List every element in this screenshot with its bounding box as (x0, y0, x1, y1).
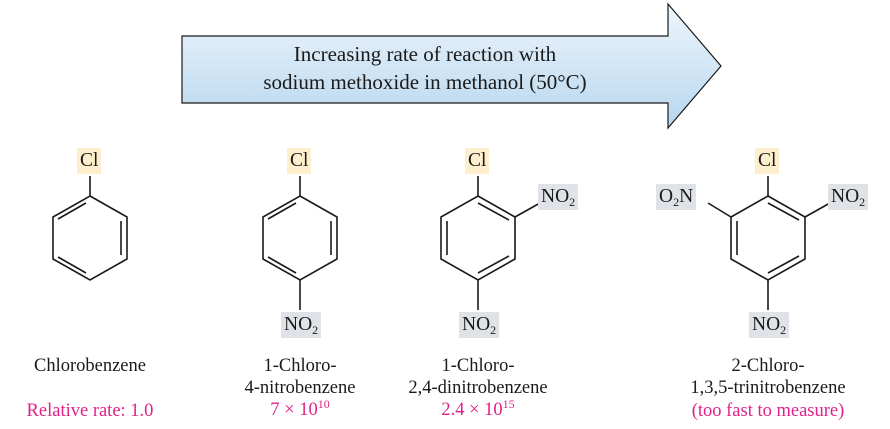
chlorodinitrobenzene-structure (440, 176, 541, 310)
compound-name-1: Chlorobenzene (34, 356, 146, 376)
relative-rate-4: (too fast to measure) (691, 401, 845, 421)
compound-name-2: 1-Chloro- 4-nitrobenzene (244, 356, 356, 398)
o2n-label: O2N (656, 184, 697, 210)
relative-rate-1: Relative rate: 1.0 (26, 401, 154, 421)
rate-arrow-shape (181, 2, 722, 130)
rate-arrow-label: Increasing rate of reaction with sodium … (190, 40, 660, 96)
chloronitrobenzene-structure (262, 176, 338, 310)
chlorotrinitrobenzene-structure (707, 176, 831, 310)
no2-label: NO2 (749, 312, 790, 338)
rate-arrow-line1: Increasing rate of reaction with (293, 42, 557, 66)
cl-label: Cl (77, 148, 102, 174)
compound-name-4: 2-Chloro- 1,3,5-trinitrobenzene (690, 356, 846, 398)
relative-rate-2: 7 × 1010 (270, 397, 330, 420)
rate-arrow-line2: sodium methoxide in methanol (50°C) (263, 70, 587, 94)
cl-label: Cl (287, 148, 312, 174)
compound-name-3: 1-Chloro- 2,4-dinitrobenzene (408, 356, 548, 398)
no2-label: NO2 (828, 184, 869, 210)
no2-label: NO2 (459, 312, 500, 338)
relative-rate-3: 2.4 × 1015 (441, 397, 515, 420)
chlorobenzene-structure (52, 176, 128, 281)
cl-label: Cl (755, 148, 780, 174)
no2-label: NO2 (281, 312, 322, 338)
cl-label: Cl (465, 148, 490, 174)
no2-label: NO2 (538, 184, 579, 210)
